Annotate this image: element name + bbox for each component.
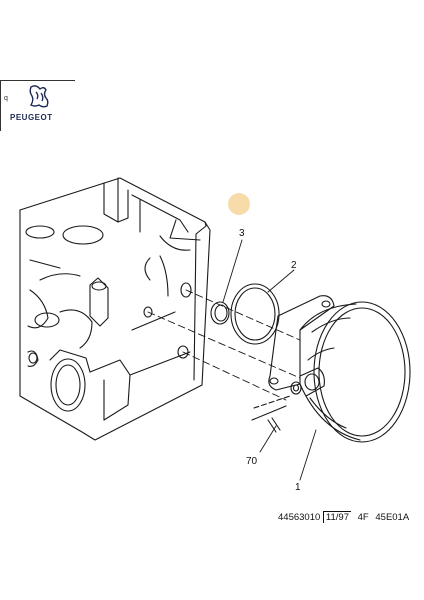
callout-3: 3: [239, 228, 245, 239]
callout-2: 2: [291, 260, 297, 271]
fastener-70: [251, 395, 291, 433]
leader-lines: [222, 239, 317, 481]
assembly-axes: [147, 289, 301, 401]
reference-date: 11/97: [322, 511, 351, 523]
vacuum-pump: [268, 295, 411, 443]
reference-number: 44563010: [278, 512, 321, 523]
lion-emblem-icon: [29, 85, 49, 108]
corner-mark: q: [4, 95, 8, 102]
small-seal-ring: [210, 301, 230, 325]
logo-frame: [0, 80, 75, 131]
engine-block: [19, 177, 211, 441]
reference-code-2: 45E01A: [375, 512, 410, 523]
large-o-ring: [230, 283, 280, 345]
brand-name: PEUGEOT: [10, 113, 53, 122]
callout-1: 1: [295, 482, 301, 493]
reference-code-1: 4F: [357, 512, 369, 523]
footer-reference: 44563010 11/97 4F 45E01A: [278, 511, 410, 523]
callout-70: 70: [246, 456, 258, 467]
highlight-dot: [228, 193, 250, 215]
